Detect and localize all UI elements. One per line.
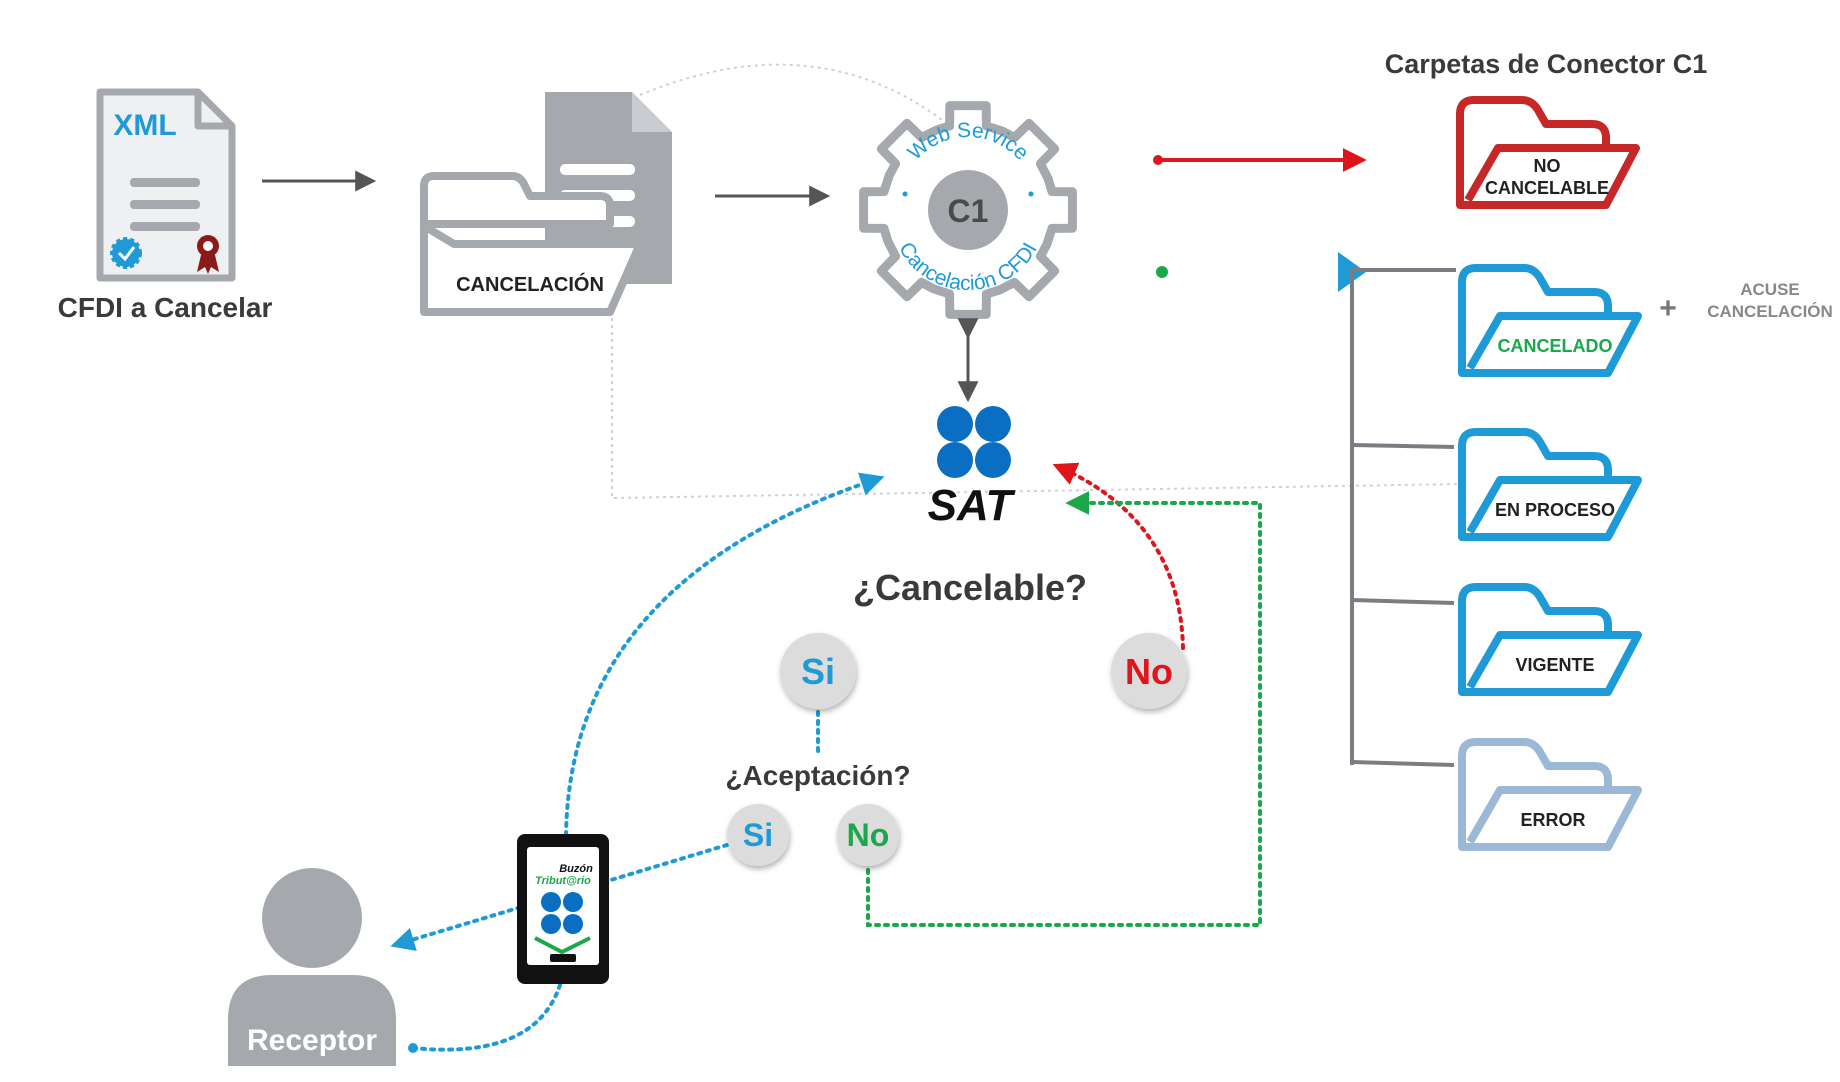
buzon-label: Buzón <box>559 863 593 875</box>
acceptance-no-label: No <box>847 817 890 853</box>
gear-ring-dot <box>1028 191 1034 197</box>
acuse-label: ACUSE <box>1740 280 1800 299</box>
gear-outline <box>859 101 1077 319</box>
acceptance-yes-label: Si <box>743 817 773 853</box>
connector-title: Carpetas de Conector C1 <box>1385 49 1708 79</box>
folder-label: NO <box>1534 156 1561 176</box>
tributario-label: Tribut@rio <box>535 875 591 887</box>
yes-bubble <box>780 633 856 709</box>
folder-no-cancelable: NO CANCELABLE <box>1456 96 1640 209</box>
green-dotted-arrow <box>866 491 1262 927</box>
folder-front <box>1458 601 1642 696</box>
yes-label: Si <box>801 651 835 692</box>
folder-label: CANCELADO <box>1498 336 1613 356</box>
gear-ring-dot <box>902 191 908 197</box>
acceptance-no-bubble <box>837 804 899 866</box>
cfdi-document-icon <box>96 88 236 282</box>
sat-logo-text: SAT <box>928 481 1016 530</box>
plus-sign: + <box>1659 292 1677 325</box>
folder-back <box>1458 583 1612 635</box>
folder-front <box>1458 282 1642 377</box>
folder-label: ERROR <box>1520 810 1585 830</box>
gear-icon <box>859 101 1077 319</box>
red-dotted-arrow <box>1052 462 1185 650</box>
sat-logo-icon <box>937 406 1011 478</box>
cancellation-folder-icon <box>420 92 672 316</box>
folder-front <box>1456 114 1640 209</box>
folder-back <box>1456 96 1610 148</box>
acceptance-yes-bubble <box>727 804 789 866</box>
folder-cancelado: CANCELADO <box>1458 264 1642 377</box>
phone-icon <box>517 834 609 984</box>
guide-dotted-line <box>639 63 956 131</box>
folder-vigente: VIGENTE <box>1458 583 1642 696</box>
folder-label: VIGENTE <box>1515 655 1594 675</box>
acceptance-question: ¿Aceptación? <box>725 760 910 791</box>
folder-back <box>1458 264 1612 316</box>
receptor-label: Receptor <box>247 1024 377 1057</box>
blue-dotted-arrow <box>564 472 885 837</box>
no-label: No <box>1125 651 1173 692</box>
no-bubble <box>1111 633 1187 709</box>
user-avatar-icon <box>228 868 396 1066</box>
blue-dotted-line <box>411 983 562 1052</box>
guide-dotted-line <box>611 290 1461 500</box>
folder-en-proceso: EN PROCESO <box>1458 428 1642 541</box>
folder-label: CANCELABLE <box>1485 178 1609 198</box>
cancelable-question: ¿Cancelable? <box>853 567 1087 608</box>
folder-front <box>1458 446 1642 541</box>
folder-front <box>1458 756 1642 851</box>
gear-center-label: C1 <box>948 193 989 229</box>
cancellation-folder-label: CANCELACIÓN <box>456 272 604 296</box>
xml-badge: XML <box>113 109 176 142</box>
arrow-start-dot <box>1156 266 1168 278</box>
cfdi-label: CFDI a Cancelar <box>58 292 273 323</box>
folder-back <box>1458 428 1612 480</box>
folder-back <box>1458 738 1612 790</box>
line-end-dot <box>408 1043 418 1053</box>
folder-error: ERROR <box>1458 738 1642 851</box>
arrow-start-dot <box>1153 155 1163 165</box>
acuse-label: CANCELACIÓN <box>1707 302 1833 321</box>
folder-label: EN PROCESO <box>1495 500 1615 520</box>
folder-tree-lines <box>1350 268 1456 767</box>
